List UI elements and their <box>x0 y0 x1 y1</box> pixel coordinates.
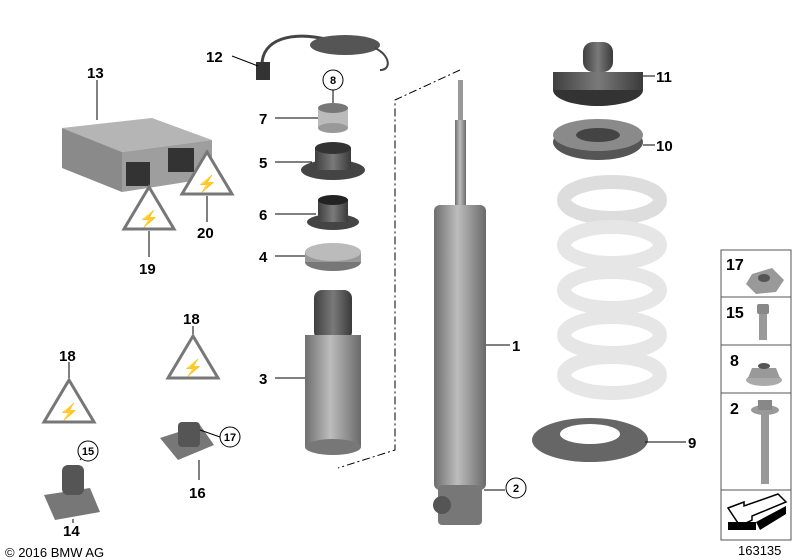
spring-seat-part-9[interactable] <box>532 418 648 462</box>
callout-7: 7 <box>259 111 267 128</box>
svg-text:⚡: ⚡ <box>183 358 203 377</box>
shock-absorber-part-1[interactable] <box>433 80 486 525</box>
callout-20: 20 <box>197 225 214 242</box>
callout-9: 9 <box>688 435 696 452</box>
fastener-legend: 17 15 8 2 <box>720 249 792 541</box>
svg-text:⚡: ⚡ <box>197 174 217 193</box>
cap-part-4[interactable] <box>305 243 361 271</box>
callout-17: 17 <box>224 432 236 444</box>
callout-10: 10 <box>656 138 673 155</box>
callout-labels: 13 12 8 7 5 6 4 3 1 2 11 10 9 20 19 18 1… <box>59 49 696 540</box>
callout-16: 16 <box>189 485 206 502</box>
callout-1: 1 <box>512 338 520 355</box>
sensor-part-16[interactable] <box>160 422 214 460</box>
coil-spring[interactable] <box>557 175 667 400</box>
callout-circle <box>322 69 344 91</box>
callout-19: 19 <box>139 261 156 278</box>
svg-text:⚡: ⚡ <box>59 402 79 421</box>
legend-number: 2 <box>730 401 739 418</box>
callout-4: 4 <box>259 249 268 266</box>
view-direction-arrow-icon[interactable] <box>726 493 788 530</box>
legend-item-17[interactable]: 17 <box>726 257 784 294</box>
legend-item-15[interactable]: 15 <box>726 304 769 340</box>
assembly-line <box>337 69 461 469</box>
callout-14: 14 <box>63 523 80 540</box>
callout-18: 18 <box>183 311 200 328</box>
warning-triangle-icon-18: ⚡ <box>165 333 221 380</box>
dust-cover-part-3[interactable] <box>305 290 361 455</box>
warning-triangle-icon-20: ⚡ <box>179 149 235 196</box>
legend-number: 15 <box>726 305 744 322</box>
callout-5: 5 <box>259 155 267 172</box>
diagram-number: 163135 <box>738 543 781 558</box>
legend-number: 17 <box>726 257 744 274</box>
leader-lines <box>68 55 686 523</box>
legend-number: 8 <box>730 353 739 370</box>
sensor-part-14[interactable] <box>44 465 100 520</box>
callout-13: 13 <box>87 65 104 82</box>
callout-circle <box>77 440 99 462</box>
callout-15: 15 <box>82 446 94 458</box>
warning-triangle-icon-18: ⚡ <box>41 377 97 424</box>
callout-6: 6 <box>259 207 267 224</box>
svg-text:⚡: ⚡ <box>139 209 159 228</box>
warning-triangle-icon-19: ⚡ <box>121 184 177 231</box>
callout-2: 2 <box>513 483 519 495</box>
sensor-part-12[interactable] <box>256 34 389 80</box>
legend-item-8[interactable]: 8 <box>730 353 782 386</box>
callout-circle <box>219 426 241 448</box>
copyright-text: © 2016 BMW AG <box>5 545 104 560</box>
callout-8: 8 <box>330 75 336 87</box>
legend-item-2[interactable]: 2 <box>730 400 779 484</box>
callout-3: 3 <box>259 371 267 388</box>
bushing-part-7[interactable] <box>318 103 348 133</box>
callout-18: 18 <box>59 348 76 365</box>
callout-12: 12 <box>206 49 223 66</box>
callout-circle <box>505 477 527 499</box>
spring-pad-upper-part-11[interactable] <box>553 42 643 106</box>
spring-pad-part-10[interactable] <box>553 119 643 160</box>
callout-11: 11 <box>656 69 672 86</box>
support-bearing-part-5[interactable] <box>301 142 365 180</box>
rubber-mount-part-6[interactable] <box>307 195 359 230</box>
